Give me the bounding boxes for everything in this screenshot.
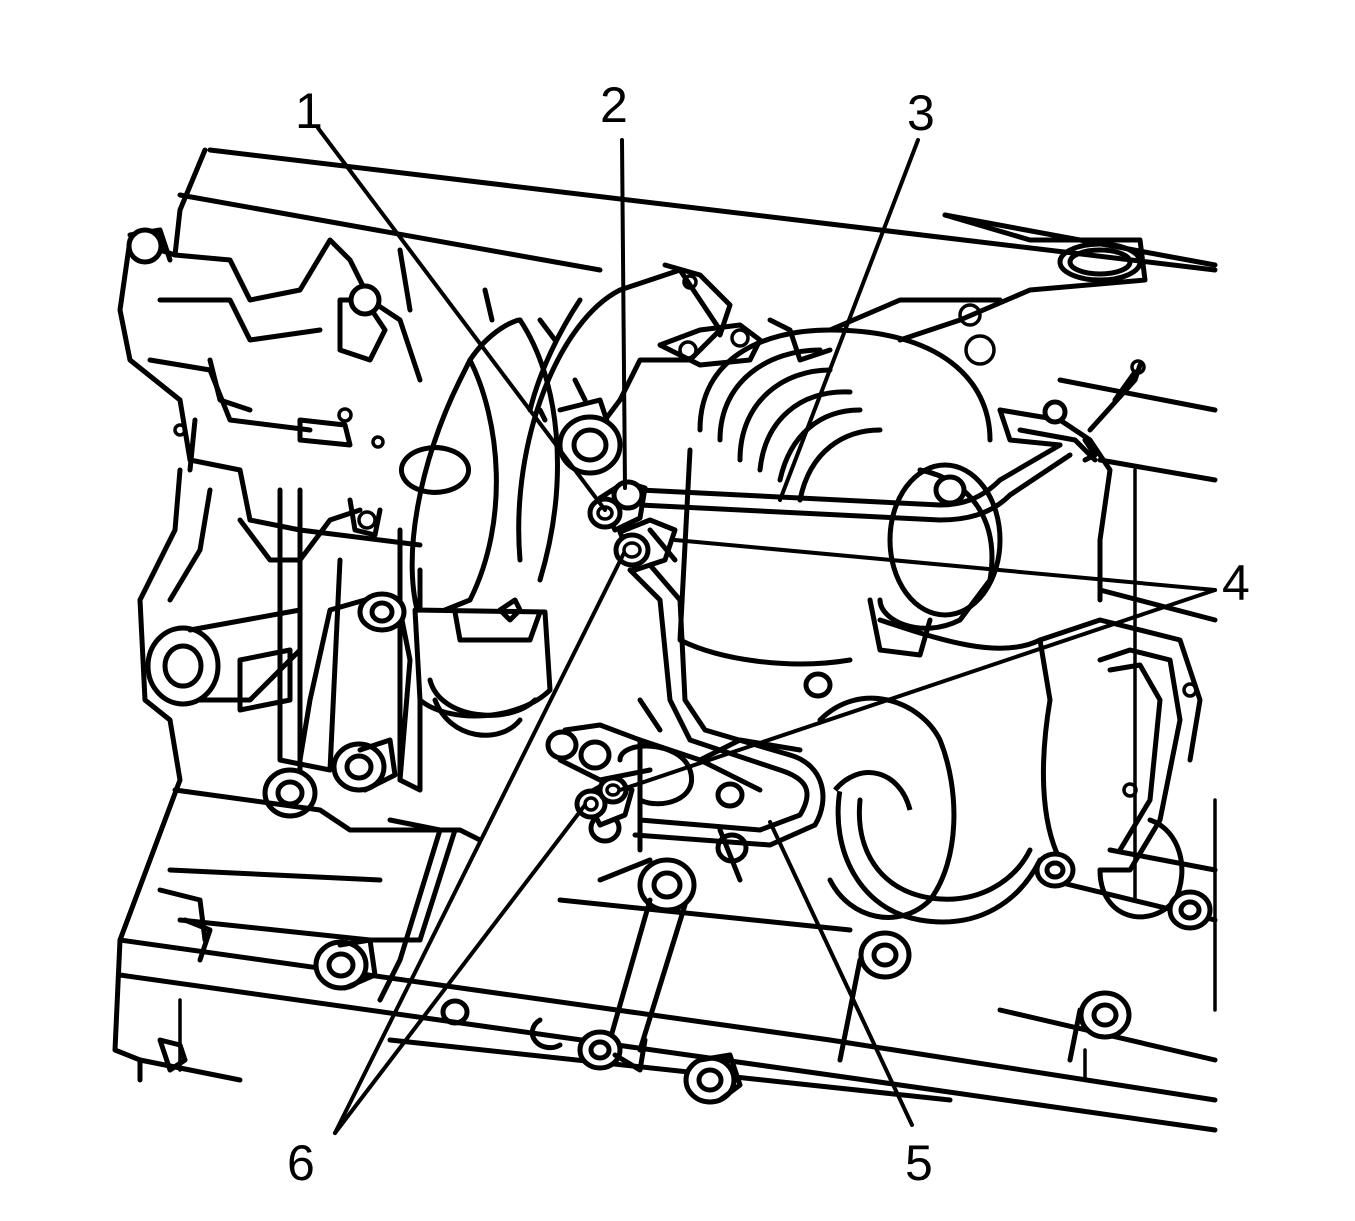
callout-2: 2 [600,77,628,133]
callout-3: 3 [907,85,935,141]
callout-5: 5 [905,1135,933,1191]
callout-6: 6 [287,1135,315,1191]
callout-leaders [316,126,1217,1135]
leader-2 [620,138,627,490]
oil-return-pipe [627,562,826,848]
leader-4a [673,538,1217,592]
oil-return-fitting-lower [574,775,635,828]
leader-4b [618,588,1217,792]
leader-5 [768,820,914,1127]
callout-1: 1 [295,83,323,139]
callout-labels: 1 2 3 4 5 6 [287,77,1250,1191]
callout-4: 4 [1222,555,1250,611]
leader-1 [316,126,607,512]
leader-6b [333,803,587,1135]
oil-feed-fitting-upper [587,479,678,573]
oil-feed-pipe [637,359,1146,603]
leader-6a [333,551,626,1135]
leader-3 [778,138,920,502]
